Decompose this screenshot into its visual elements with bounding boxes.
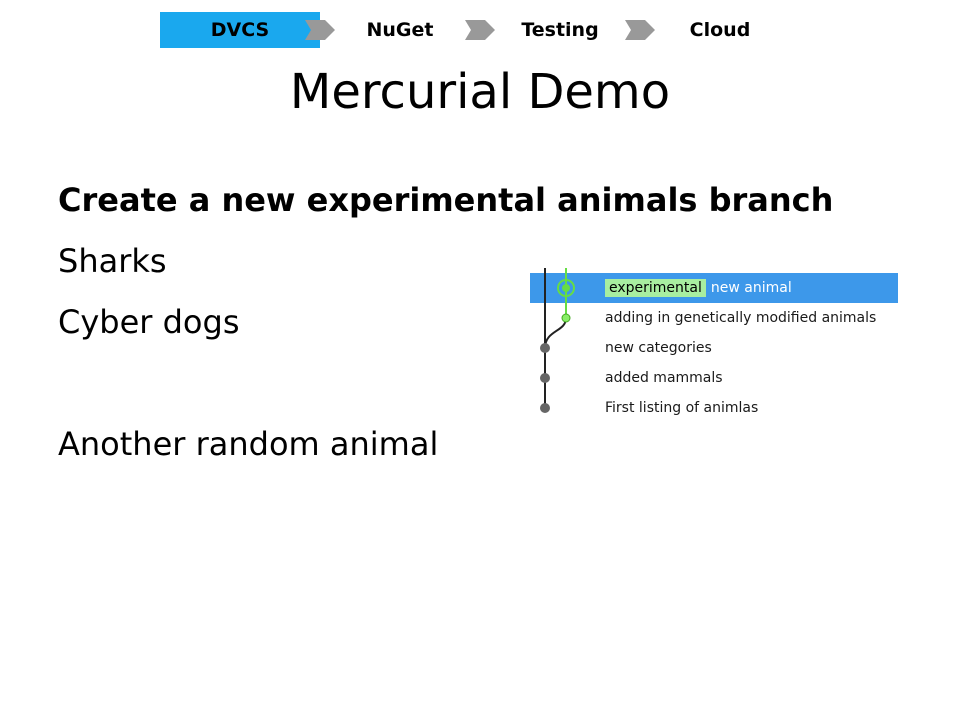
- commit-message: added mammals: [605, 370, 723, 386]
- history-row[interactable]: new categories: [530, 333, 898, 363]
- bullet-item: Sharks: [58, 242, 167, 280]
- commit-node: [540, 403, 550, 413]
- history-row[interactable]: First listing of animlas: [530, 393, 898, 423]
- commit-node: [540, 373, 550, 383]
- commit-message: adding in genetically modified animals: [605, 310, 877, 326]
- chevron-right-icon: [305, 20, 335, 40]
- commit-node: [561, 313, 571, 323]
- chevron-right-icon: [625, 20, 655, 40]
- chevron-right-icon: [465, 20, 495, 40]
- nav-step-nuget[interactable]: NuGet: [366, 19, 434, 41]
- commit-node: [562, 284, 570, 292]
- progress-nav: DVCS NuGet Testing Cloud: [0, 0, 960, 60]
- branch-tag: experimental: [605, 279, 706, 297]
- slide-title: Mercurial Demo: [289, 64, 671, 120]
- bullet-item: Another random animal: [58, 425, 439, 463]
- history-row[interactable]: added mammals: [530, 363, 898, 393]
- bullet-item: Cyber dogs: [58, 303, 240, 341]
- nav-step-testing[interactable]: Testing: [521, 19, 599, 41]
- commit-message: new categories: [605, 340, 712, 356]
- bullet-item: Create a new experimental animals branch: [58, 181, 834, 219]
- commit-node-current: [557, 279, 575, 297]
- commit-message: First listing of animlas: [605, 400, 759, 416]
- revision-graph-lines: [540, 268, 575, 413]
- nav-step-cloud[interactable]: Cloud: [689, 19, 751, 41]
- history-row[interactable]: adding in genetically modified animals: [530, 303, 898, 333]
- commit-message: new animal: [710, 280, 792, 296]
- nav-step-dvcs[interactable]: DVCS: [160, 12, 320, 48]
- commit-node: [540, 343, 550, 353]
